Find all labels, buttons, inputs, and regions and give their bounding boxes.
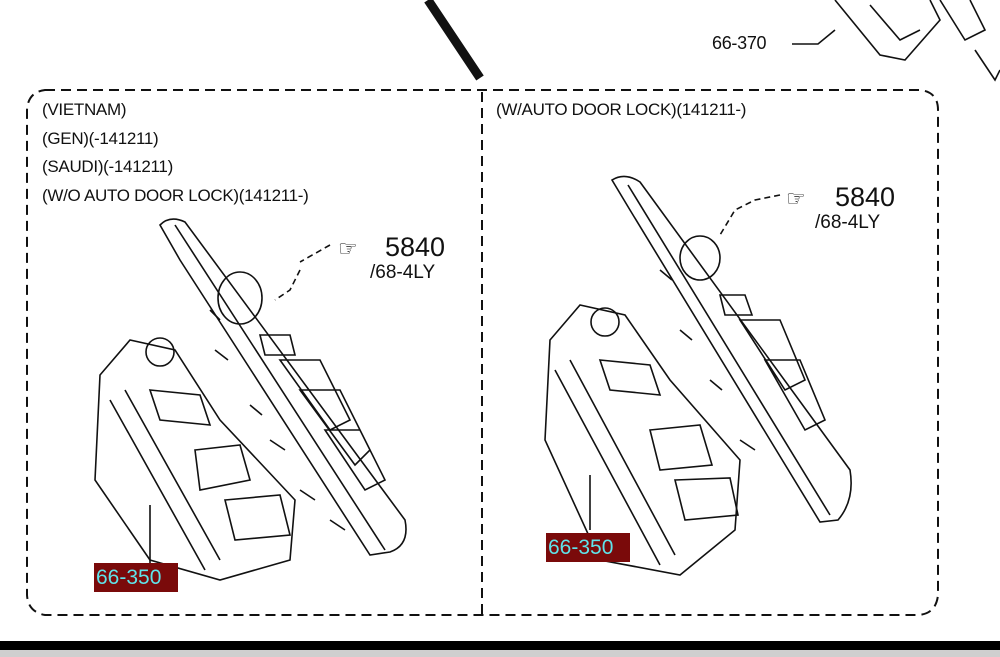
- hand-pointer-icon: ☞: [786, 186, 806, 211]
- footer-gray-bar: [0, 650, 1000, 657]
- left-condition-3: (SAUDI)(-141211): [42, 157, 173, 176]
- hand-pointer-icon: ☞: [338, 236, 358, 261]
- left-reference-sub: /68-4LY: [370, 262, 436, 283]
- right-condition-1: (W/AUTO DOOR LOCK)(141211-): [496, 100, 747, 119]
- left-reference-number[interactable]: 5840: [385, 232, 446, 262]
- right-part-label-66-350[interactable]: 66-350: [546, 533, 630, 562]
- top-part-fragment: [834, 0, 1000, 82]
- right-switch-panel-drawing: [544, 175, 852, 576]
- left-part-label-66-350[interactable]: 66-350: [94, 563, 178, 592]
- left-condition-1: (VIETNAM): [42, 100, 127, 119]
- diagonal-leader-line: [424, 0, 484, 81]
- left-condition-4: (W/O AUTO DOOR LOCK)(141211-): [42, 186, 309, 205]
- left-switch-panel-drawing: [94, 218, 407, 581]
- callout-66-370-leader: [792, 29, 836, 45]
- footer-black-bar: [0, 641, 1000, 650]
- right-reference-number[interactable]: 5840: [835, 182, 896, 212]
- callout-66-370[interactable]: 66-370: [712, 33, 767, 53]
- left-condition-2: (GEN)(-141211): [42, 129, 159, 148]
- right-reference-sub: /68-4LY: [815, 212, 881, 233]
